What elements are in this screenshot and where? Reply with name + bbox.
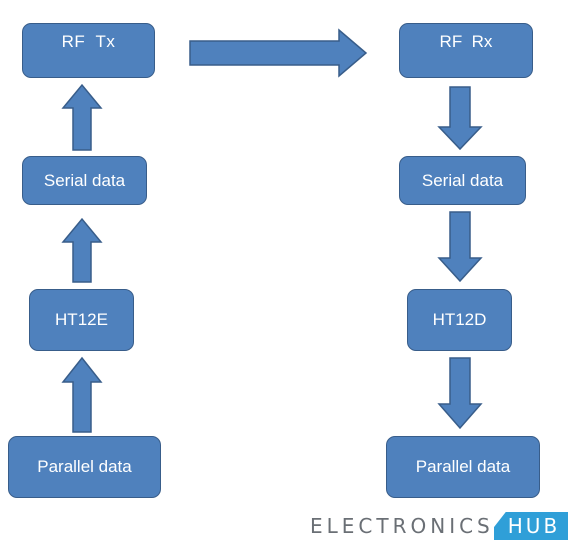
parallel-data-tx-label: Parallel data — [37, 457, 132, 476]
arrow-up-encoder-to-serial — [61, 217, 103, 283]
watermark-text: ELECTRONICS — [310, 514, 494, 538]
parallel-data-rx-box: Parallel data — [386, 436, 540, 498]
parallel-data-tx-box: Parallel data — [8, 436, 161, 498]
rf-rx-box: RF Rx — [399, 23, 533, 78]
arrow-right-tx-to-rx — [189, 28, 368, 78]
ht12d-label: HT12D — [432, 310, 487, 329]
serial-data-tx-label: Serial data — [43, 170, 126, 190]
ht12e-label: HT12E — [55, 310, 108, 329]
ht12e-box: HT12E — [29, 289, 134, 351]
serial-data-tx-box: Serial data — [22, 156, 147, 205]
arrow-up-parallel-to-encoder — [61, 356, 103, 433]
electronics-hub-watermark: ELECTRONICS HUB — [310, 512, 568, 540]
rf-tx-box: RF Tx — [22, 23, 155, 78]
watermark-badge: HUB — [493, 512, 568, 540]
serial-data-rx-label: Serial data — [421, 170, 504, 190]
parallel-data-rx-label: Parallel data — [415, 457, 511, 476]
arrow-down-decoder-to-parallel — [437, 357, 483, 430]
ht12d-box: HT12D — [407, 289, 512, 351]
rf-rx-label: RF Rx — [439, 32, 493, 51]
rf-tx-label: RF Tx — [61, 32, 116, 51]
arrow-down-serial-to-decoder — [437, 211, 483, 283]
arrow-up-serial-to-rftx — [61, 83, 103, 151]
arrow-down-rfrx-to-serial — [437, 86, 483, 151]
serial-data-rx-box: Serial data — [399, 156, 526, 205]
